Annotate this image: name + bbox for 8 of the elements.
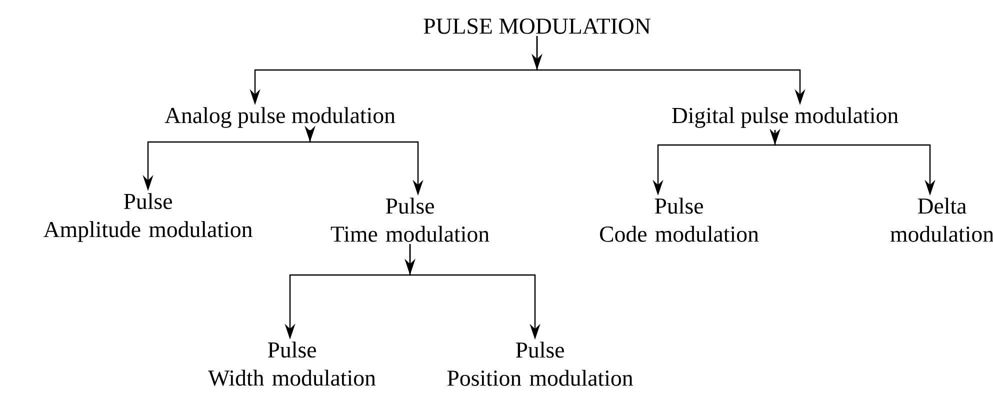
node-label: Analog pulse modulation [164,107,396,128]
node-label: Digital pulse modulation [672,107,898,128]
node-label: Pulse Time modulation [330,198,490,242]
node-label: Pulse Amplitude modulation [44,193,252,242]
node-label: Pulse Position modulation [447,342,633,386]
node-label: Pulse Width modulation [208,342,376,386]
node-label: Pulse Code modulation [600,198,759,242]
node-label: PULSE MODULATION [424,18,650,34]
